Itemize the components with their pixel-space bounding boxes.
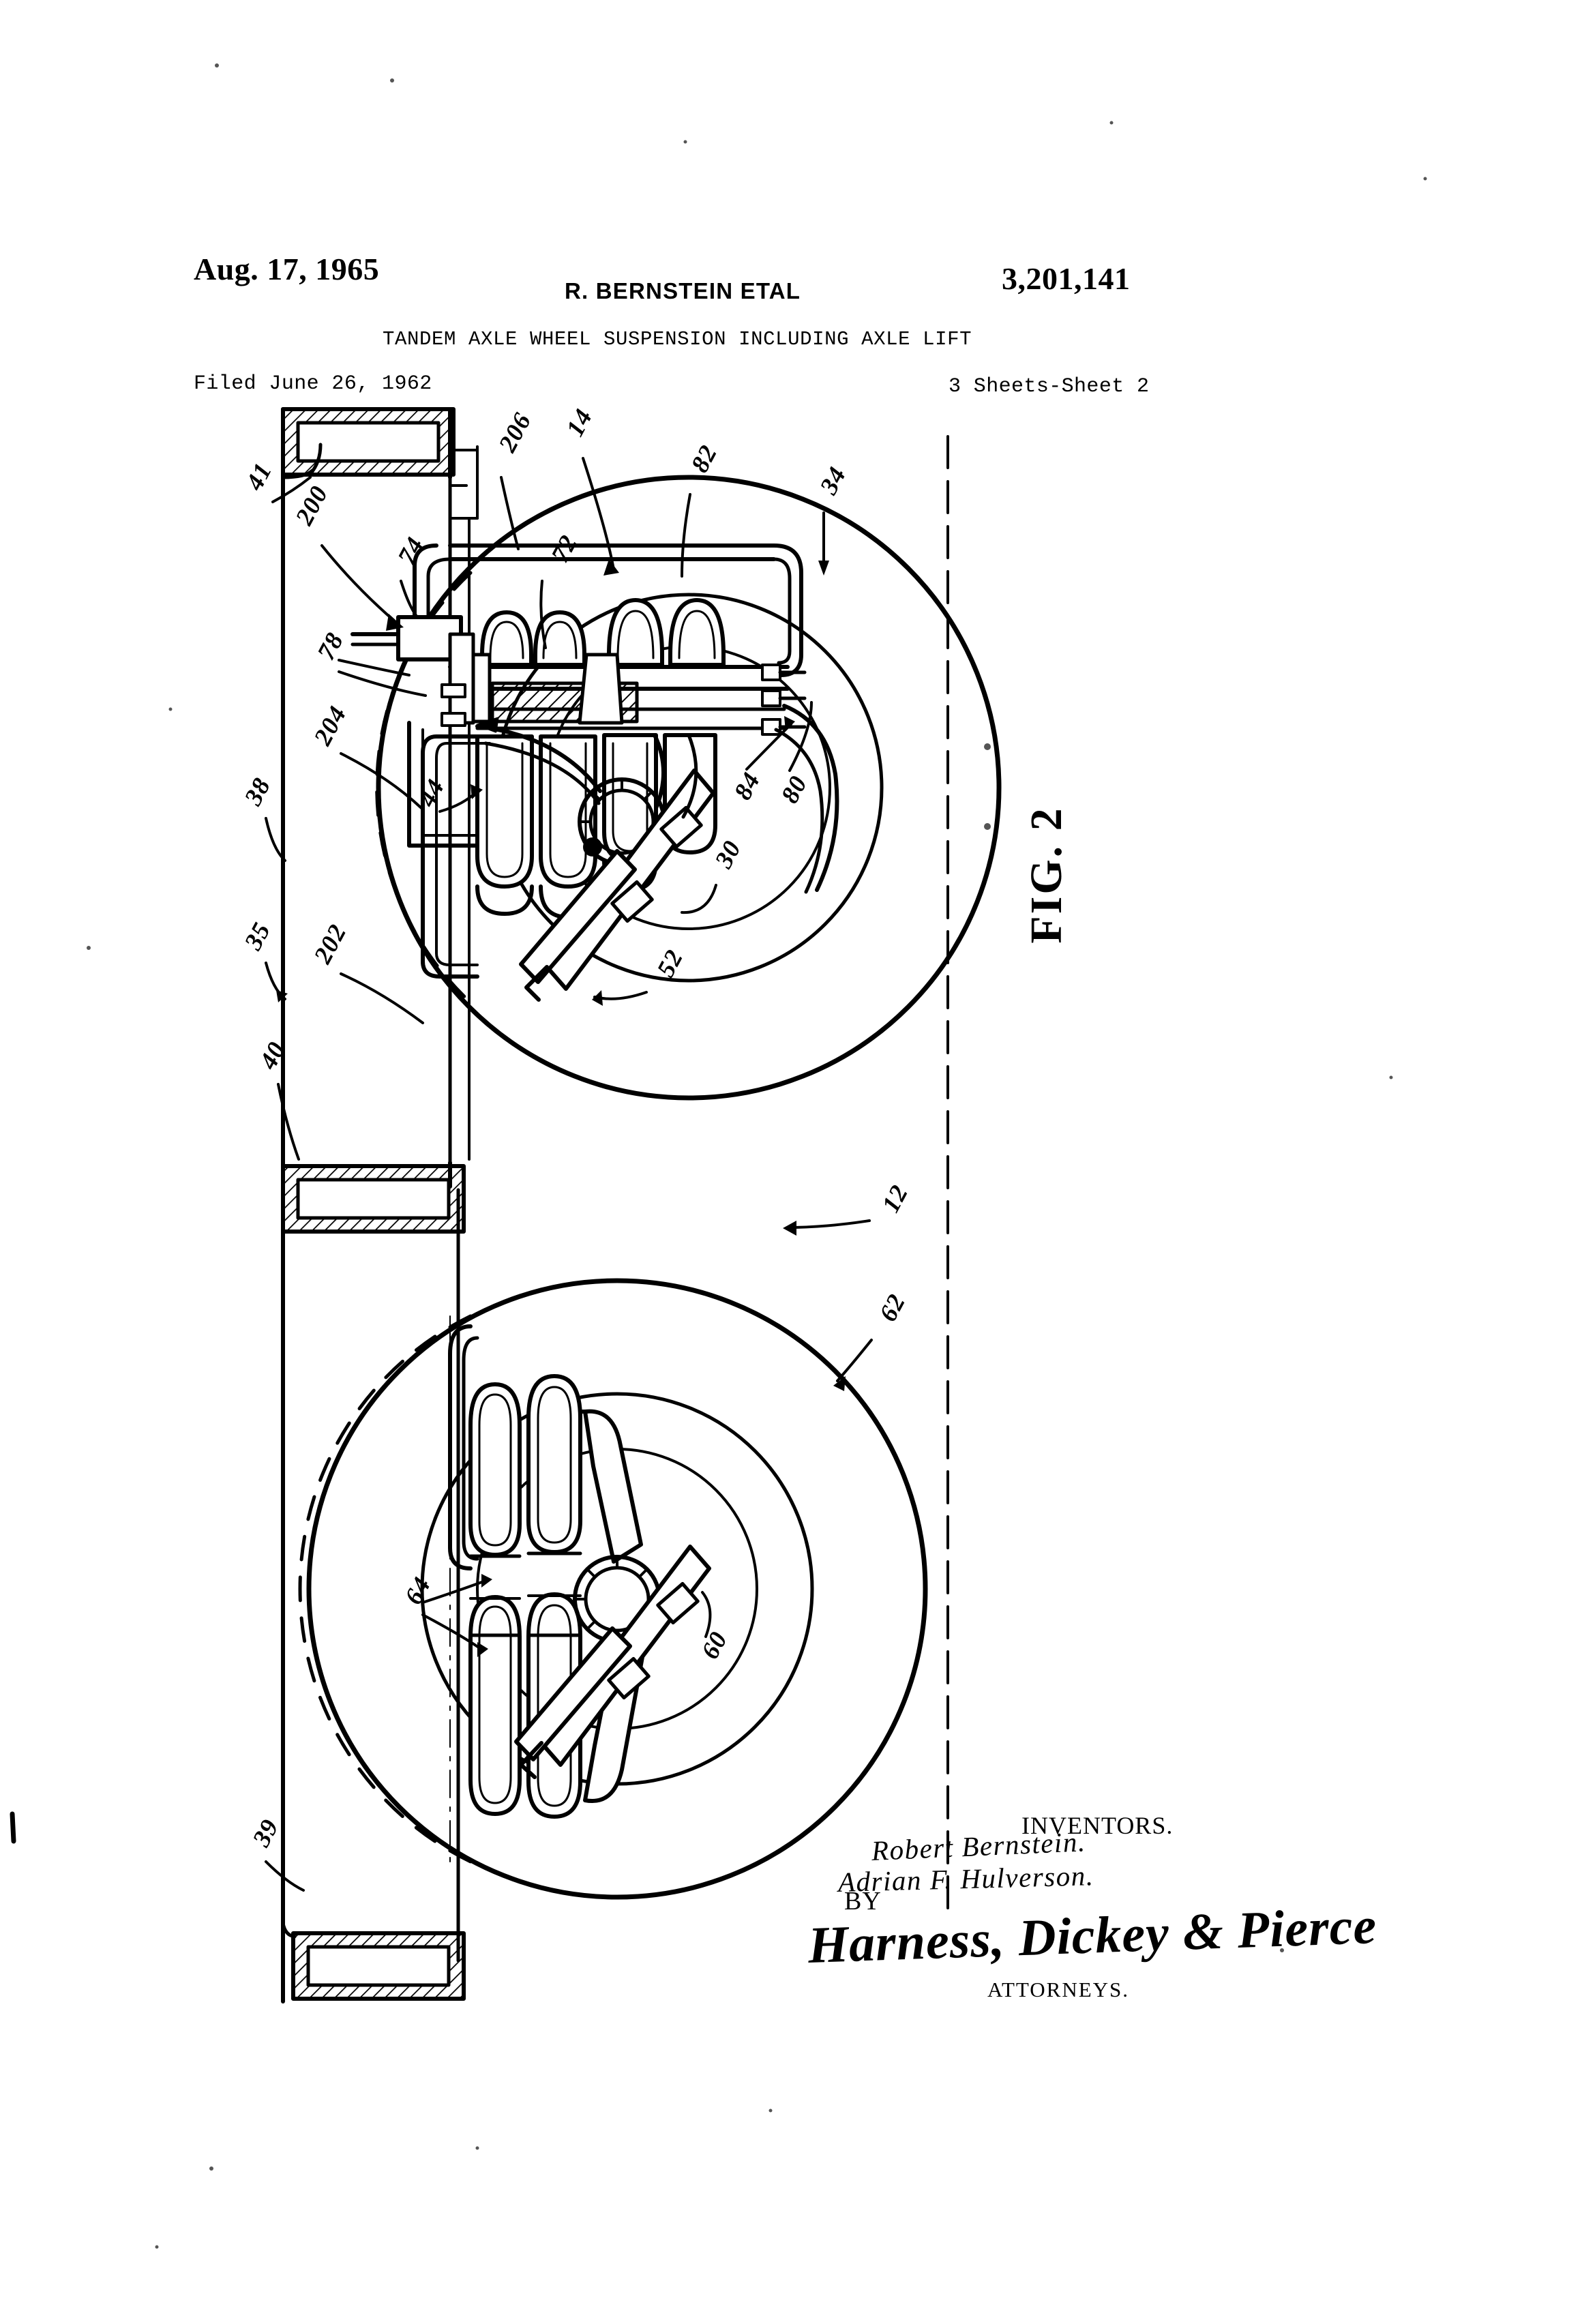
invention-title: TANDEM AXLE WHEEL SUSPENSION INCLUDING A… (383, 328, 972, 351)
inventors-label: INVENTORS. (1021, 1812, 1174, 1839)
patent-number: 3,201,141 (1002, 261, 1131, 296)
attorneys-label: ATTORNEYS. (987, 1978, 1130, 2001)
issue-date: Aug. 17, 1965 (194, 252, 380, 286)
inventor-heading: R. BERNSTEIN ETAL (565, 278, 801, 303)
figure-label: FIG. 2 (1021, 806, 1071, 944)
sheet-count: 3 Sheets-Sheet 2 (949, 375, 1150, 398)
by-label: BY (844, 1887, 882, 1916)
filing-date: Filed June 26, 1962 (194, 372, 432, 396)
